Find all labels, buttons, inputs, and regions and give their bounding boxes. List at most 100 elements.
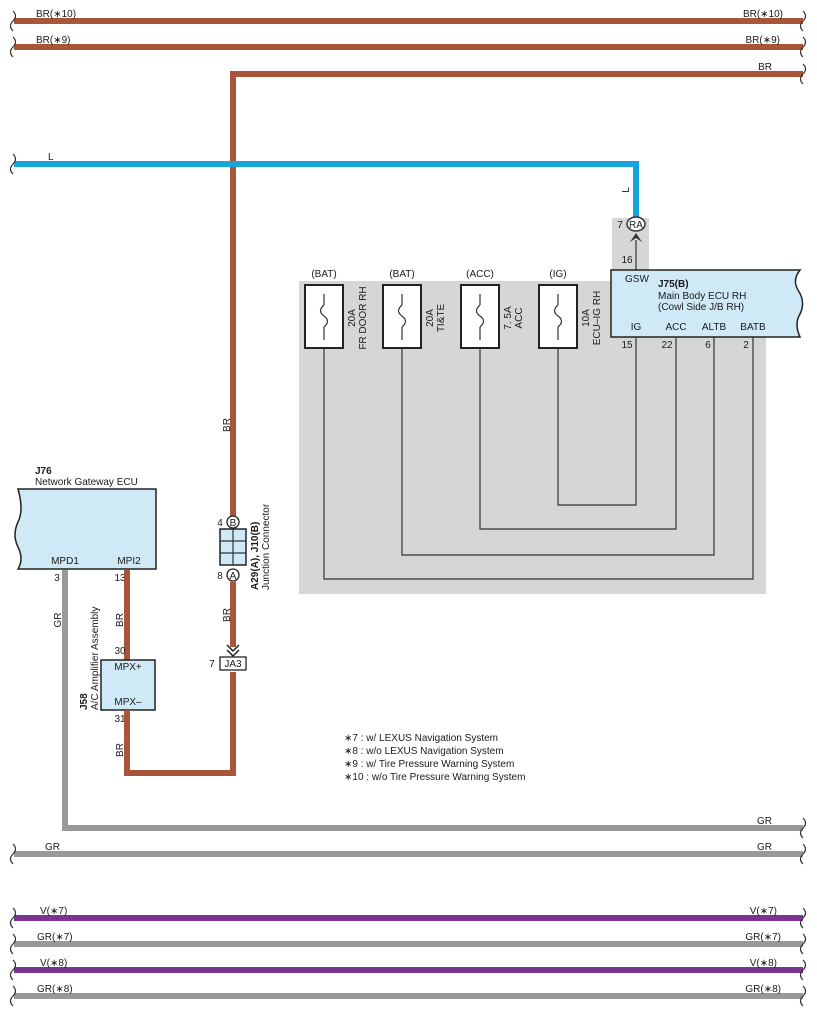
ja3-pin: 7 [209,659,215,670]
wire-label: BR(∗10) [743,9,783,20]
j75-name: Main Body ECU RH [658,291,746,302]
break-mark-right [799,36,807,58]
break-mark-left [9,985,17,1007]
wire-label: GR [45,842,60,853]
junction-terminal-b [226,515,240,529]
junction-letter-a: A [230,571,237,582]
break-mark-right [799,933,807,955]
ra-connector-pin: 7 [617,220,623,231]
wire-label: BR [222,418,233,432]
break-mark-left [9,10,17,32]
fuse-source-label: (IG) [549,269,566,280]
junction-name: Junction Connector [261,503,272,590]
wire-label: L [48,152,54,163]
ja3-connector [219,656,247,671]
wire-label: GR(∗7) [37,932,73,943]
wire-label: GR(∗8) [745,984,781,995]
fuse-source-label: (BAT) [311,269,336,280]
break-mark-left [9,933,17,955]
pin-batb: 2 [743,340,749,351]
fuse-name: TI&TE [436,304,447,333]
wire-label: L [621,187,632,193]
junction-terminal-a [226,568,240,582]
junction-letter-b: B [230,518,237,529]
wire-label: BR(∗10) [36,9,76,20]
break-mark-left [9,153,17,175]
ra-connector [626,216,646,232]
wire-label: BR(∗9) [36,35,71,46]
fuse-rating: 10A [581,309,592,327]
j58-id: J58 [79,693,90,710]
j58-name: A/C Amplifier Assembly [90,607,101,710]
break-mark-left [9,843,17,865]
gsw-label: GSW [625,274,649,285]
fuse-name: FR DOOR RH [358,286,369,349]
junction-pin-top: 4 [217,518,223,529]
note-line: ∗10 : w/o Tire Pressure Warning System [344,772,525,783]
j76-network-gateway-ecu [14,488,157,570]
note-line: ∗7 : w/ LEXUS Navigation System [344,733,498,744]
mpd1-terminal: MPD1 [51,556,79,567]
wire-label: BR(∗9) [746,35,781,46]
fuse-source-label: (ACC) [466,269,494,280]
ja3-id: JA3 [224,659,242,670]
break-mark-right [799,63,807,85]
wire-label: V(∗8) [750,958,777,969]
break-mark-left [9,36,17,58]
ja3-arrow-icon [226,644,240,658]
fuse-acc [460,284,500,349]
break-mark-right [799,843,807,865]
note-line: ∗9 : w/ Tire Pressure Warning System [344,759,514,770]
fuse-rating: 20A [425,309,436,327]
wire-label: GR(∗8) [37,984,73,995]
wire-label: BR [222,608,233,622]
mpx-minus-terminal: MPX– [114,697,142,708]
break-mark-left [9,959,17,981]
fuse-fr-door-rh [304,284,344,349]
wire-l [14,161,639,218]
ra-connector-id: RA [629,220,643,231]
wire-br-main [230,71,803,528]
conn-altb-fuse [401,337,715,556]
pin-mpi2: 13 [114,573,126,584]
conn-ig-fuse [557,337,637,506]
pin-mpx-minus: 31 [114,714,126,725]
conn-batb-fuse [323,337,754,580]
pin-mpd1: 3 [54,573,60,584]
fuse-rating: 20A [347,309,358,327]
note-line: ∗8 : w/o LEXUS Navigation System [344,746,504,757]
pin-acc: 22 [661,340,673,351]
terminal-batb: BATB [740,322,766,333]
mpi2-terminal: MPI2 [117,556,141,567]
wire-label: BR [758,62,772,73]
wire-label: GR(∗7) [745,932,781,943]
wire-label: GR [757,842,772,853]
j76-id: J76 [35,466,52,477]
break-mark-right [799,817,807,839]
terminal-altb: ALTB [702,322,727,333]
wire-label: V(∗7) [750,906,777,917]
fuse-name: ACC [514,307,525,328]
break-mark-right [799,10,807,32]
terminal-acc: ACC [665,322,686,333]
conn-acc-fuse [479,337,677,530]
break-mark-right [799,907,807,929]
pin-mpx-plus: 30 [114,646,126,657]
pin-ig: 15 [621,340,633,351]
j75-id: J75(B) [658,279,689,290]
break-mark-left [9,907,17,929]
wire-label: BR [115,613,126,627]
j75-subname: (Cowl Side J/B RH) [658,302,744,313]
j76-name: Network Gateway ECU [35,477,138,488]
mpx-plus-terminal: MPX+ [114,662,142,673]
wire-label: GR [757,816,772,827]
break-mark-right [799,985,807,1007]
gsw-pin: 16 [621,255,633,266]
wire-gr-mpd1 [62,570,803,831]
terminal-ig: IG [631,322,642,333]
wire-label: V(∗8) [40,958,67,969]
ra-arrow-icon [630,233,642,242]
fuse-name: ECU–IG RH [592,291,603,345]
pin-altb: 6 [705,340,711,351]
